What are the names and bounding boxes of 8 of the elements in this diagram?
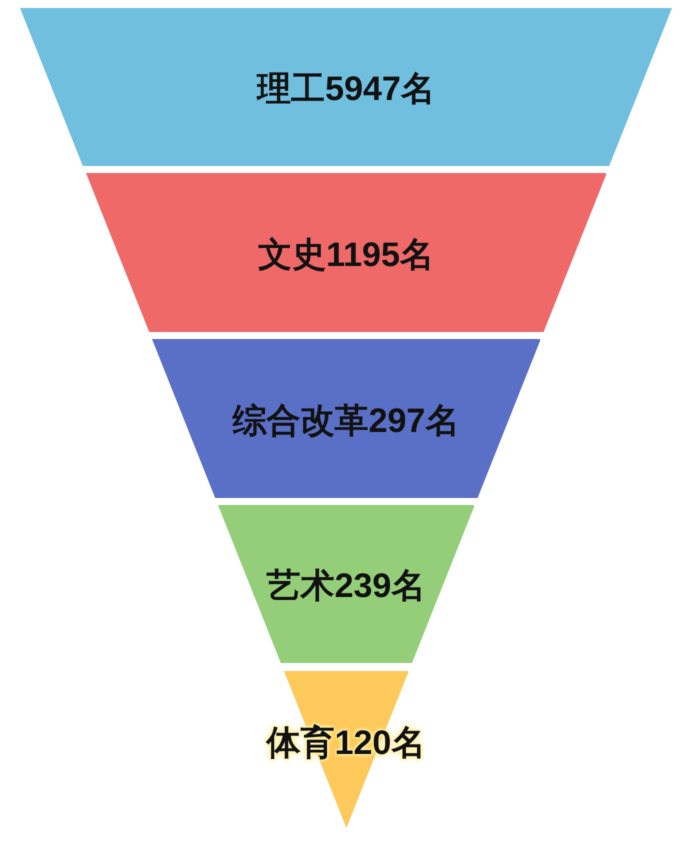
- band-label: 艺术239名: [266, 566, 426, 607]
- funnel-band: [218, 505, 474, 663]
- band-label: 理工5947名: [257, 69, 435, 110]
- funnel-band: [152, 339, 540, 498]
- band-label: 综合改革297名: [232, 400, 460, 442]
- funnel-band: [20, 8, 672, 166]
- band-label: 文史1195名: [258, 234, 434, 276]
- funnel-band: [86, 173, 606, 332]
